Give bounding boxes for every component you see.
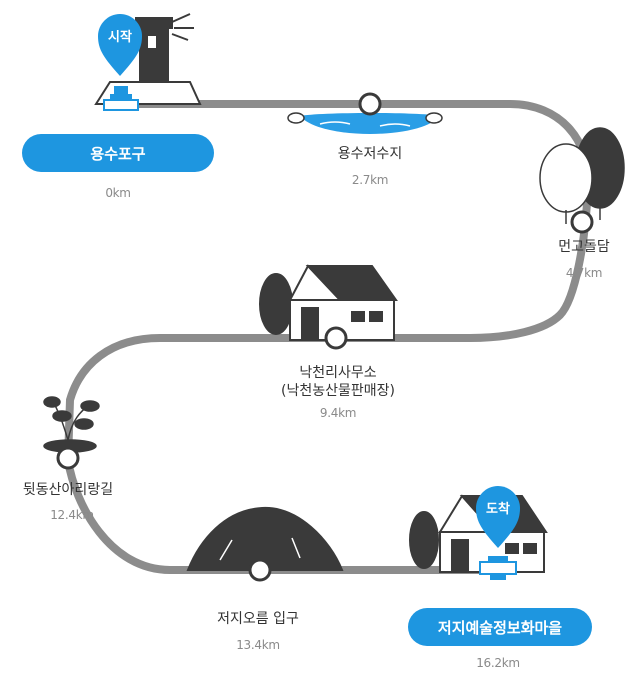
stop-5-distance: 12.4km xyxy=(50,508,94,522)
stop-marker-3[interactable] xyxy=(570,210,594,234)
stop-6-distance: 13.4km xyxy=(236,638,280,652)
stop-5-name: 뒷동산아리랑길 xyxy=(22,482,114,498)
house-icon xyxy=(259,264,398,341)
stop-3-name: 먼고돌담 xyxy=(558,239,610,255)
end-pin[interactable]: 도착 xyxy=(476,486,520,548)
end-marker-icon xyxy=(479,556,517,580)
stop-marker-6[interactable] xyxy=(248,558,272,582)
stop-marker-4[interactable] xyxy=(324,326,348,350)
stop-marker-2[interactable] xyxy=(358,92,382,116)
stop-1-name: 용수포구 xyxy=(90,144,146,163)
stop-1-distance: 0km xyxy=(105,186,131,200)
stop-7-name: 저지예술정보화마을 xyxy=(437,618,563,637)
plant-icon xyxy=(43,396,100,453)
stop-3-distance: 4.7km xyxy=(565,266,603,280)
stop-2-name: 용수저수지 xyxy=(337,146,403,162)
stop-7-distance: 16.2km xyxy=(476,656,520,670)
start-marker-icon xyxy=(103,86,139,111)
trees-icon xyxy=(539,127,625,224)
stop-4-name: 낙천리사무소 xyxy=(299,365,377,381)
stop-6-name: 저지오름 입구 xyxy=(217,611,299,627)
reservoir-icon xyxy=(287,112,443,134)
stop-4-subname: (낙천농산물판매장) xyxy=(281,383,395,399)
end-stop-pill[interactable]: 저지예술정보화마을 xyxy=(408,608,592,646)
mountain-icon xyxy=(186,506,344,571)
start-stop-pill[interactable]: 용수포구 xyxy=(22,134,214,172)
stop-4-distance: 9.4km xyxy=(319,406,357,420)
start-badge: 시작 xyxy=(108,29,132,45)
stop-2-distance: 2.7km xyxy=(351,173,389,187)
stop-marker-5[interactable] xyxy=(56,446,80,470)
start-pin[interactable]: 시작 xyxy=(98,14,142,76)
end-badge: 도착 xyxy=(486,501,510,517)
